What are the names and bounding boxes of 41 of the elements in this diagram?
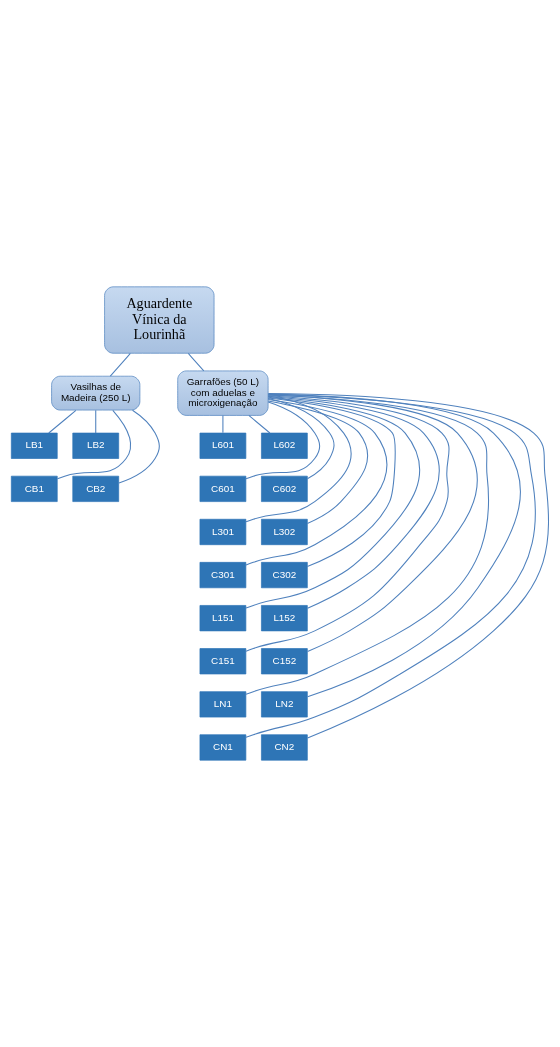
- connector: [267, 394, 478, 652]
- connector: [248, 414, 271, 434]
- node-box: C301: [199, 562, 247, 589]
- node-box: L602: [261, 432, 308, 459]
- node-box: C302: [261, 562, 308, 589]
- connector: [222, 415, 224, 434]
- node-box: Garrafões (50 L) com aduelas e microxigenação: [177, 370, 269, 416]
- node-box: L152: [261, 605, 308, 632]
- connector: [95, 409, 97, 434]
- connector: [267, 395, 440, 609]
- node-box: CB1: [10, 475, 58, 502]
- node-box: Aguardente Vínica da Lourinhã: [104, 286, 215, 354]
- node-box: C152: [261, 648, 308, 675]
- node-box: CB2: [72, 475, 120, 502]
- node-box: L601: [199, 432, 247, 459]
- connector: [56, 409, 131, 480]
- node-box: L302: [261, 518, 308, 546]
- connector: [267, 393, 521, 698]
- node-box: CN1: [199, 734, 247, 761]
- connector: [245, 398, 388, 566]
- node-box: L301: [199, 518, 247, 546]
- node-box: C151: [199, 648, 247, 675]
- connector: [48, 409, 77, 434]
- connector: [245, 395, 450, 652]
- node-box: C602: [261, 475, 308, 502]
- connector: [109, 352, 131, 377]
- connector: [267, 397, 396, 568]
- connector: [187, 352, 205, 372]
- connector: [245, 401, 321, 480]
- connector: [118, 409, 160, 484]
- node-box: LB1: [10, 432, 58, 459]
- node-box: CN2: [261, 734, 308, 761]
- node-box: LB2: [72, 432, 120, 459]
- connector: [267, 400, 369, 524]
- node-box: LN1: [199, 691, 247, 718]
- node-box: LN2: [261, 691, 308, 718]
- connector: [245, 394, 490, 695]
- node-box: L151: [199, 605, 247, 632]
- node-box: C601: [199, 475, 247, 502]
- connector: [245, 396, 421, 609]
- node-box: Vasilhas de Madeira (250 L): [51, 375, 141, 411]
